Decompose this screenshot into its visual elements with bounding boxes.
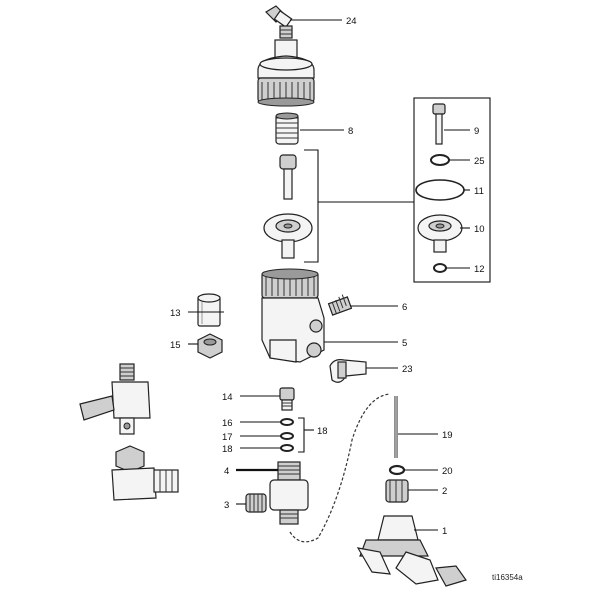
callout-16: 16 <box>222 418 233 429</box>
piston-stem <box>279 154 297 200</box>
part-13-sleeve <box>197 293 221 327</box>
part-8-spring <box>275 112 299 145</box>
callout-9: 9 <box>474 126 479 137</box>
part-25-o-ring <box>430 154 450 166</box>
callout-23: 23 <box>402 364 413 375</box>
part-20-seal <box>388 464 406 476</box>
part-9-pin <box>432 103 446 145</box>
ball-valve-assembly <box>79 363 151 435</box>
part-18-washer <box>280 444 294 452</box>
part-16-washer <box>280 418 294 426</box>
diaphragm-assembly <box>263 213 313 259</box>
group-bracket <box>304 149 414 263</box>
part-10-diaphragm <box>417 214 463 253</box>
callout-2: 2 <box>442 486 447 497</box>
callout-6: 6 <box>402 302 407 313</box>
callout-24: 24 <box>346 16 357 27</box>
callout-10: 10 <box>474 224 485 235</box>
callout-5: 5 <box>402 338 407 349</box>
figure-reference-id: ti16354a <box>492 573 523 582</box>
callout-4: 4 <box>224 466 229 477</box>
part-11-o-ring <box>415 179 465 201</box>
part-6-fitting <box>327 294 353 316</box>
part-17-washer <box>280 432 294 440</box>
part-5-main-body <box>261 268 325 363</box>
callout-13: 13 <box>170 308 181 319</box>
elbow-adapter-assembly <box>111 445 179 501</box>
callout-3: 3 <box>224 500 229 511</box>
part-1-tip-guard <box>356 515 467 587</box>
part-23-elbow <box>329 359 367 383</box>
callout-1: 1 <box>442 526 447 537</box>
hose-line <box>289 393 398 543</box>
washers-bracket <box>298 417 305 453</box>
callout-18-lower: 18 <box>222 444 233 455</box>
callout-17: 17 <box>222 432 233 443</box>
callout-14: 14 <box>222 392 233 403</box>
part-12-ring <box>433 263 447 273</box>
callout-labels: 24 8 9 25 11 10 12 6 13 5 15 23 14 16 17… <box>170 16 485 537</box>
top-cap <box>257 39 315 107</box>
callout-8: 8 <box>348 126 353 137</box>
part-4-swivel <box>269 461 309 525</box>
callout-20: 20 <box>442 466 453 477</box>
callout-25: 25 <box>474 156 485 167</box>
part-14-plug <box>279 387 295 411</box>
part-15-nut <box>197 333 223 359</box>
callout-11: 11 <box>474 186 484 197</box>
callout-19: 19 <box>442 430 453 441</box>
part-2-nut <box>385 479 409 503</box>
part-24-elbow-fitting <box>265 5 293 39</box>
callout-12: 12 <box>474 264 485 275</box>
callout-18-bracket: 18 <box>317 426 328 437</box>
part-3-filter <box>245 493 267 513</box>
leader-lines <box>188 19 470 531</box>
repair-kit-box <box>413 97 491 283</box>
callout-15: 15 <box>170 340 181 351</box>
